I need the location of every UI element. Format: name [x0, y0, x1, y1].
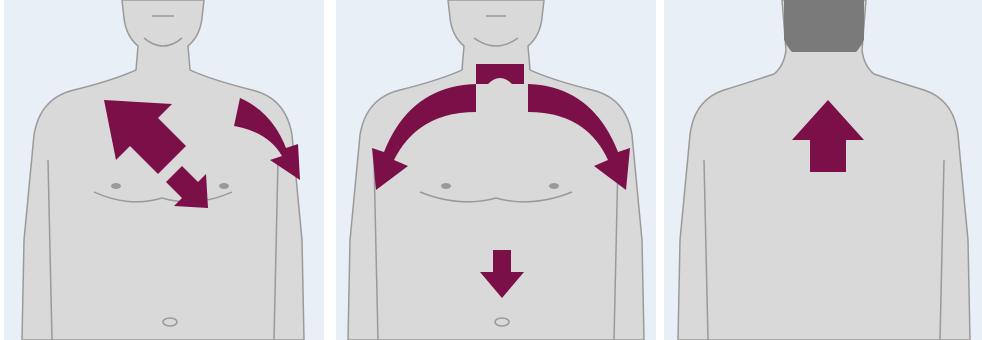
hair: [784, 0, 864, 52]
back-body-figure: [664, 0, 982, 340]
panel-back-view: [664, 0, 982, 340]
front-body-figure: [336, 0, 656, 340]
right-nipple: [219, 183, 229, 189]
left-nipple: [441, 183, 451, 189]
panel-front-diagonal-stretch: [4, 0, 324, 340]
torso-outline: [22, 0, 304, 340]
right-nipple: [549, 183, 559, 189]
panel-front-shoulder-stretch: [336, 0, 656, 340]
left-nipple: [111, 183, 121, 189]
front-body-figure: [4, 0, 324, 340]
